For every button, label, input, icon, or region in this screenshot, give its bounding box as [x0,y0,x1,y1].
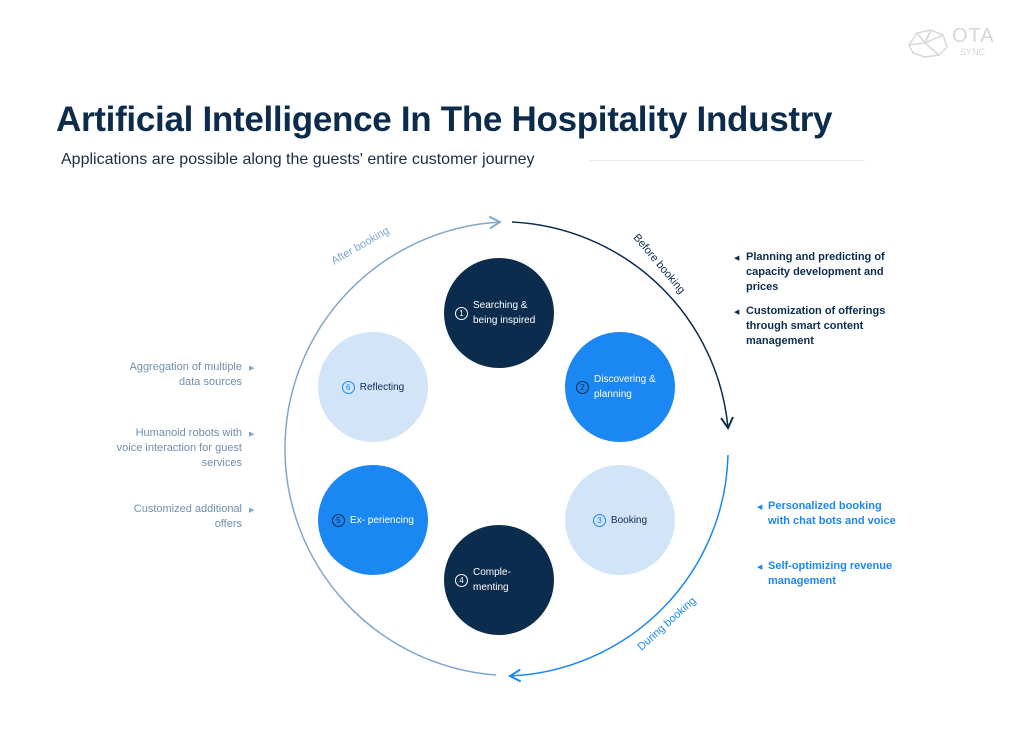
during-booking-arc [508,454,729,683]
step-label: Searching & being inspired [473,300,536,326]
triangle-left-icon: ◀ [734,309,740,316]
before-note-2: Customization of offerings through smart… [746,305,886,347]
logo-subtext: SYNC [960,47,986,57]
triangle-right-icon: ▶ [249,431,255,438]
step-number: 3 [592,513,606,527]
step-label: Ex- periencing [350,514,414,526]
step-label: Booking [610,514,648,526]
ota-sync-logo: OTA SYNC [905,25,1000,60]
step-number: 6 [341,380,355,394]
page-subtitle: Applications are possible along the gues… [61,151,535,168]
brain-logo-icon [908,29,948,58]
step-number: 1 [455,306,468,320]
step-number: 5 [332,513,346,527]
step-5-circle: 5 Ex- periencing [318,465,428,575]
step-3-circle: 3 Booking [565,465,675,575]
divider [590,160,865,161]
triangle-left-icon: ◀ [734,255,740,262]
triangle-left-icon: ◀ [757,564,763,571]
step-4-circle: 4 Comple- menting [444,525,554,635]
after-booking-arc [284,215,502,676]
triangle-left-icon: ◀ [757,504,763,511]
step-6-circle: 6 Reflecting [318,332,428,442]
step-1-circle: 1 Searching & being inspired [444,258,554,368]
step-2-circle: 2 Discovering & planning [565,332,675,442]
before-booking-arc [511,221,734,430]
after-note-1: Aggregation of multiple data sources [129,361,242,388]
during-note-1: Personalized booking with chat bots and … [768,500,896,527]
before-note-1: Planning and predicting of capacity deve… [746,251,885,293]
step-label: Reflecting [359,381,405,393]
page-title: Artificial Intelligence In The Hospitali… [56,100,833,139]
step-label: Discovering & planning [594,374,656,400]
during-note-2: Self-optimizing revenue management [768,560,893,587]
triangle-right-icon: ▶ [249,365,255,372]
step-label: Comple- menting [473,567,511,593]
after-note-3: Customized additional offers [133,503,242,530]
after-note-2: Humanoid robots with voice interaction f… [116,427,242,469]
triangle-right-icon: ▶ [249,507,255,514]
logo-text: OTA [952,25,995,47]
step-number: 2 [576,380,589,394]
step-number: 4 [455,573,468,587]
